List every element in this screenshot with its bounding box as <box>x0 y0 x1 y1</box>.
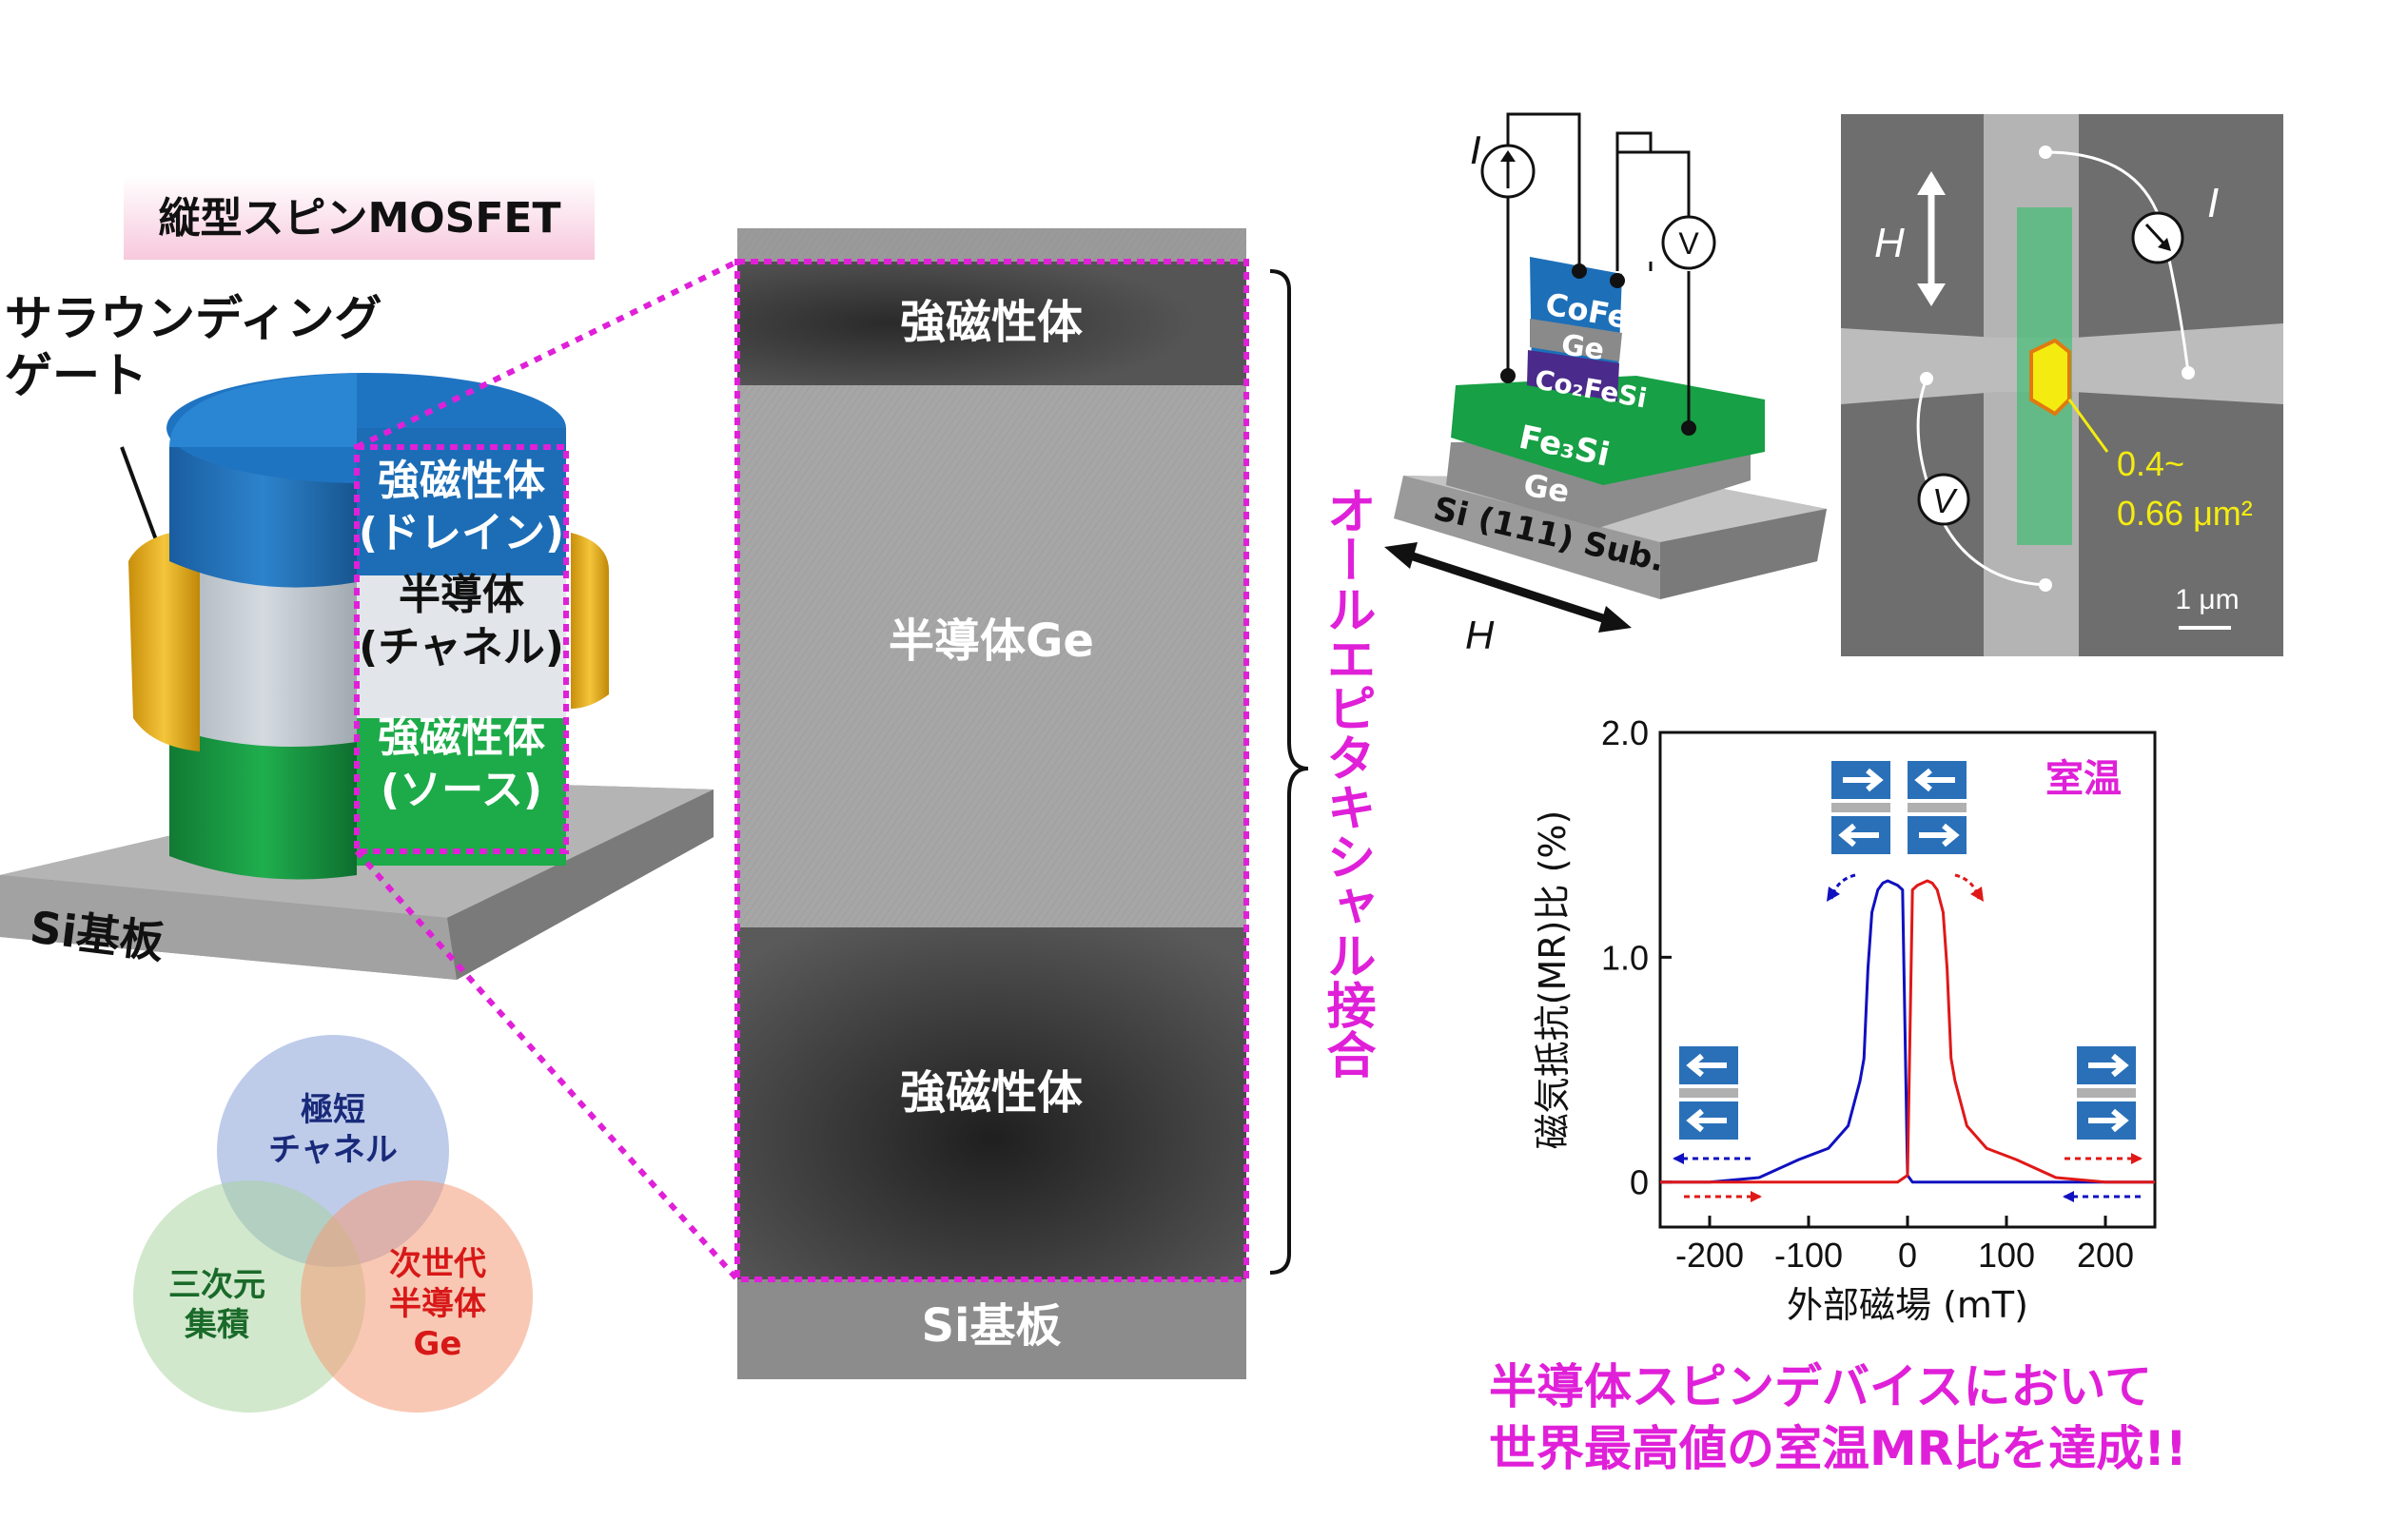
sweep-arrow-blue-peak <box>1830 873 1856 900</box>
drain-label-1: 強磁性体 <box>378 457 545 505</box>
y-tick-label: 2.0 <box>1601 713 1649 752</box>
stack-contact-1 <box>1500 368 1516 383</box>
stack-ge-bottom-label: Ge <box>1521 466 1573 510</box>
title-badge <box>124 176 595 260</box>
stack-contact-2 <box>1572 263 1587 279</box>
x-tick-label: -200 <box>1675 1236 1744 1275</box>
x-tick-label: 100 <box>1978 1236 2035 1275</box>
stack-field-label: H <box>1465 613 1495 657</box>
tem-top-ferromagnet <box>737 262 1246 385</box>
tem-zoom-frame <box>734 259 1249 1282</box>
venn-top-1: 極短 <box>301 1091 365 1129</box>
epitaxy-label: オールエピタキシャル接合 <box>1318 485 1376 1079</box>
x-tick-label: -100 <box>1774 1236 1843 1275</box>
zoom-lines <box>354 259 740 1281</box>
epitaxy-brace <box>1269 269 1309 1275</box>
sem-voltage-label: V <box>1932 481 1958 520</box>
chart-x-axis-label: 外部磁場 (mT) <box>1787 1284 2028 1326</box>
source-layer <box>169 704 566 880</box>
sem-area-2: 0.66 μm² <box>2117 494 2253 533</box>
title-badge-text: 縦型スピンMOSFET <box>158 194 560 243</box>
source-label-1: 強磁性体 <box>378 713 545 762</box>
sem-area-1: 0.4~ <box>2117 444 2184 483</box>
conclusion-line-2: 世界最高値の室温MR比を達成!! <box>1489 1421 2187 1476</box>
chart-annotation: 室温 <box>2045 757 2122 801</box>
sem-scale-label: 1 μm <box>2175 584 2239 615</box>
tem-bottom-label: 強磁性体 <box>900 1066 1083 1120</box>
gate-electrode <box>128 528 609 751</box>
gate-label-line2: ゲート <box>5 348 147 403</box>
sem-image: 0.4~ 0.66 μm² H I V 1 μm <box>1841 114 2283 656</box>
sem-pointer <box>2067 399 2109 453</box>
state-icon-parallel-right <box>2077 1046 2136 1140</box>
sem-junction-highlight <box>2029 338 2071 417</box>
venn-right-3: Ge <box>414 1325 462 1363</box>
state-icon-antiparallel-right <box>1908 761 1967 854</box>
state-icon-parallel-left <box>1679 1046 1738 1140</box>
stack-current-label: I <box>1470 127 1481 172</box>
x-tick-label: 0 <box>1898 1236 1917 1275</box>
channel-label-1: 半導体 <box>399 571 524 619</box>
venn-left-2: 集積 <box>184 1306 249 1344</box>
chart-y-axis-label: 磁気抵抗(MR)比 (%) <box>1532 810 1574 1150</box>
drain-label-2: (ドレイン) <box>359 509 564 557</box>
mosfet-illustration: 縦型スピンMOSFET サラウンディング ゲート Si基板 <box>0 176 714 980</box>
mr-curve-red <box>1660 879 2155 1184</box>
channel-label-2: (チャネル) <box>359 623 564 672</box>
chart-series <box>1660 879 2155 1184</box>
stack-diagram: Si (111) Sub. Ge Fe₃Si CoFe Ge Co₂FeSi I… <box>1384 112 1827 657</box>
conclusion-line-1: 半導体スピンデバイスにおいて <box>1489 1359 2152 1414</box>
venn-left-1: 三次元 <box>168 1266 265 1304</box>
source-label-2: (ソース) <box>381 766 542 814</box>
venn-right-2: 半導体 <box>389 1285 486 1323</box>
venn-top-2: チャネル <box>268 1131 398 1169</box>
sem-voltage-icon <box>1917 473 1970 526</box>
venn-circle-right <box>301 1180 533 1413</box>
voltmeter-icon <box>1661 215 1716 270</box>
channel-layer <box>169 556 566 747</box>
tem-substrate-label: Si基板 <box>921 1299 1061 1353</box>
gate-label: サラウンディング <box>5 291 382 346</box>
tem-middle-label: 半導体Ge <box>889 614 1094 668</box>
tem-top-label: 強磁性体 <box>900 296 1083 349</box>
venn-right-1: 次世代 <box>389 1245 486 1283</box>
sweep-arrow-red-peak <box>1954 873 1981 900</box>
y-tick-label: 0 <box>1630 1163 1649 1202</box>
sem-field-label: H <box>1874 220 1905 266</box>
stack-voltmeter-label: V <box>1678 226 1699 261</box>
state-icon-antiparallel-left <box>1831 761 1890 854</box>
venn-circle-left <box>133 1180 365 1413</box>
tem-image: 強磁性体 半導体Ge 強磁性体 Si基板 <box>734 228 1249 1379</box>
y-tick-label: 1.0 <box>1601 938 1649 977</box>
x-tick-label: 200 <box>2077 1236 2134 1275</box>
mr-curve-blue <box>1660 879 2155 1184</box>
chart-ticks: -200 -100 0 100 200 0 1.0 2.0 <box>1601 713 2134 1275</box>
stack-contact-3 <box>1610 273 1625 288</box>
venn-diagram: 極短 チャネル 三次元 集積 次世代 半導体 Ge <box>133 1035 533 1413</box>
mr-chart: -200 -100 0 100 200 0 1.0 2.0 磁気抵抗(MR)比 (%) 外部磁… <box>1532 713 2157 1326</box>
field-arrow-icon <box>1397 547 1619 628</box>
tem-bottom-ferromagnet <box>737 927 1246 1279</box>
stack-contact-4 <box>1681 420 1696 436</box>
sem-current-label: I <box>2207 180 2219 226</box>
drain-layer <box>166 373 566 588</box>
